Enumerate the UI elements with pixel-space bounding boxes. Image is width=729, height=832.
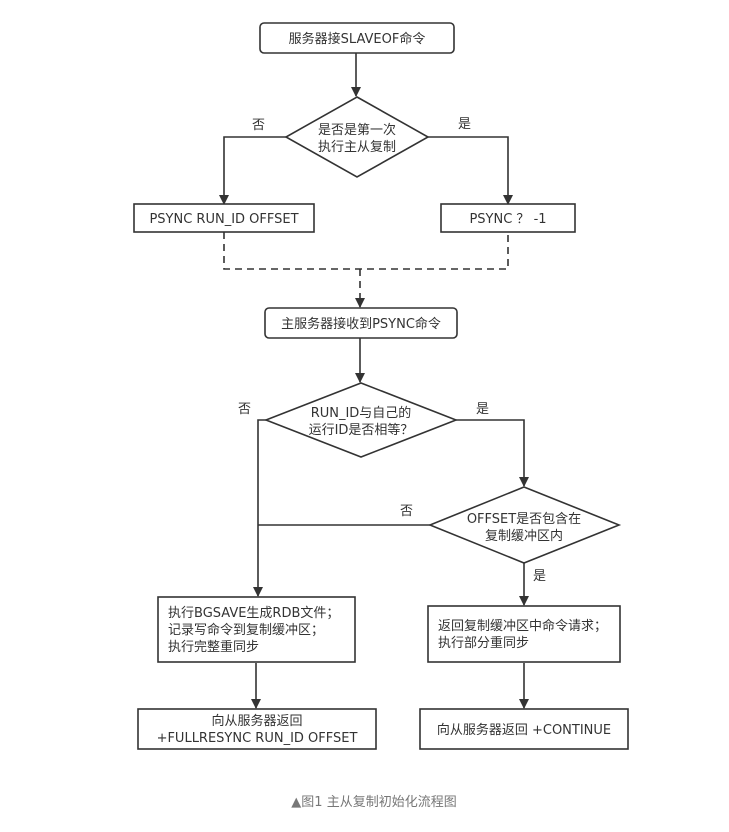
node-full-sync-box bbox=[157, 596, 356, 663]
node-psync-run-id-text: PSYNC RUN_ID OFFSET bbox=[149, 212, 298, 227]
label-first-sync-yes: 是 bbox=[458, 117, 471, 132]
node-psync-question-text: PSYNC ？ -1 bbox=[469, 212, 546, 227]
node-start-box bbox=[259, 22, 455, 54]
node-partial-sync-line-2: 执行部分重同步 bbox=[438, 635, 529, 651]
node-psync-question: PSYNC ？ -1 bbox=[440, 203, 576, 233]
node-first-sync-line-2: 执行主从复制 bbox=[318, 140, 396, 155]
edge-first-sync-no bbox=[219, 136, 286, 205]
label-run-id-yes: 是 bbox=[476, 402, 489, 417]
label-run-id-no: 否 bbox=[238, 402, 251, 417]
label-first-sync-no: 否 bbox=[252, 118, 265, 133]
label-offset-no: 否 bbox=[400, 504, 413, 519]
node-partial-sync-box bbox=[427, 605, 621, 663]
node-master-receive-text: 主服务器接收到PSYNC命令 bbox=[281, 316, 441, 332]
edge-run-id-no bbox=[253, 419, 266, 597]
edge-labels: 否 是 否 是 否 是 bbox=[238, 117, 546, 584]
node-offset-in-buffer: OFFSET是否包含在 复制缓冲区内 bbox=[427, 486, 622, 564]
node-start: 服务器接SLAVEOF命令 bbox=[259, 22, 455, 54]
connectors bbox=[219, 53, 529, 709]
node-continue-return: 向从服务器返回 +CONTINUE bbox=[419, 708, 629, 750]
node-partial-sync-line-1: 返回复制缓冲区中命令请求； bbox=[438, 618, 607, 634]
node-full-sync-line-1: 执行BGSAVE生成RDB文件； bbox=[168, 606, 339, 621]
node-first-sync-line-1: 是否是第一次 bbox=[318, 122, 396, 138]
node-first-sync-diamond bbox=[284, 96, 430, 178]
node-full-return-box bbox=[137, 708, 377, 750]
node-run-id-equal-line-2: 运行ID是否相等？ bbox=[309, 422, 414, 438]
node-offset-in-buffer-diamond bbox=[427, 486, 622, 564]
node-run-id-equal-line-1: RUN_ID与自己的 bbox=[311, 405, 412, 421]
edge-dashed-merge bbox=[223, 232, 509, 270]
node-full-return-line-2: +FULLRESYNC RUN_ID OFFSET bbox=[157, 731, 358, 746]
node-master-receive-box bbox=[264, 307, 458, 339]
node-full-return-line-1: 向从服务器返回 bbox=[211, 713, 302, 729]
node-first-sync: 是否是第一次 执行主从复制 bbox=[284, 96, 430, 178]
node-full-sync: 执行BGSAVE生成RDB文件； 记录写命令到复制缓冲区； 执行完整重同步 bbox=[157, 596, 356, 663]
node-psync-question-box bbox=[440, 203, 576, 233]
node-partial-sync: 返回复制缓冲区中命令请求； 执行部分重同步 bbox=[427, 605, 621, 663]
node-offset-in-buffer-line-1: OFFSET是否包含在 bbox=[467, 511, 581, 527]
node-full-sync-line-3: 执行完整重同步 bbox=[168, 639, 259, 655]
label-offset-yes: 是 bbox=[533, 569, 546, 584]
node-run-id-equal-diamond bbox=[263, 382, 459, 458]
node-continue-return-text: 向从服务器返回 +CONTINUE bbox=[437, 722, 611, 738]
edge-run-id-yes bbox=[456, 419, 529, 487]
node-psync-run-id: PSYNC RUN_ID OFFSET bbox=[133, 203, 315, 233]
node-master-receive: 主服务器接收到PSYNC命令 bbox=[264, 307, 458, 339]
node-full-sync-line-2: 记录写命令到复制缓冲区； bbox=[168, 622, 324, 638]
node-run-id-equal: RUN_ID与自己的 运行ID是否相等？ bbox=[263, 382, 459, 458]
node-offset-in-buffer-line-2: 复制缓冲区内 bbox=[485, 528, 563, 544]
node-psync-run-id-box bbox=[133, 203, 315, 233]
node-start-text: 服务器接SLAVEOF命令 bbox=[289, 31, 426, 47]
node-continue-return-box bbox=[419, 708, 629, 750]
node-full-return: 向从服务器返回 +FULLRESYNC RUN_ID OFFSET bbox=[137, 708, 377, 750]
figure-caption: ▲图1 主从复制初始化流程图 bbox=[291, 795, 456, 810]
edge-first-sync-yes bbox=[428, 136, 513, 205]
